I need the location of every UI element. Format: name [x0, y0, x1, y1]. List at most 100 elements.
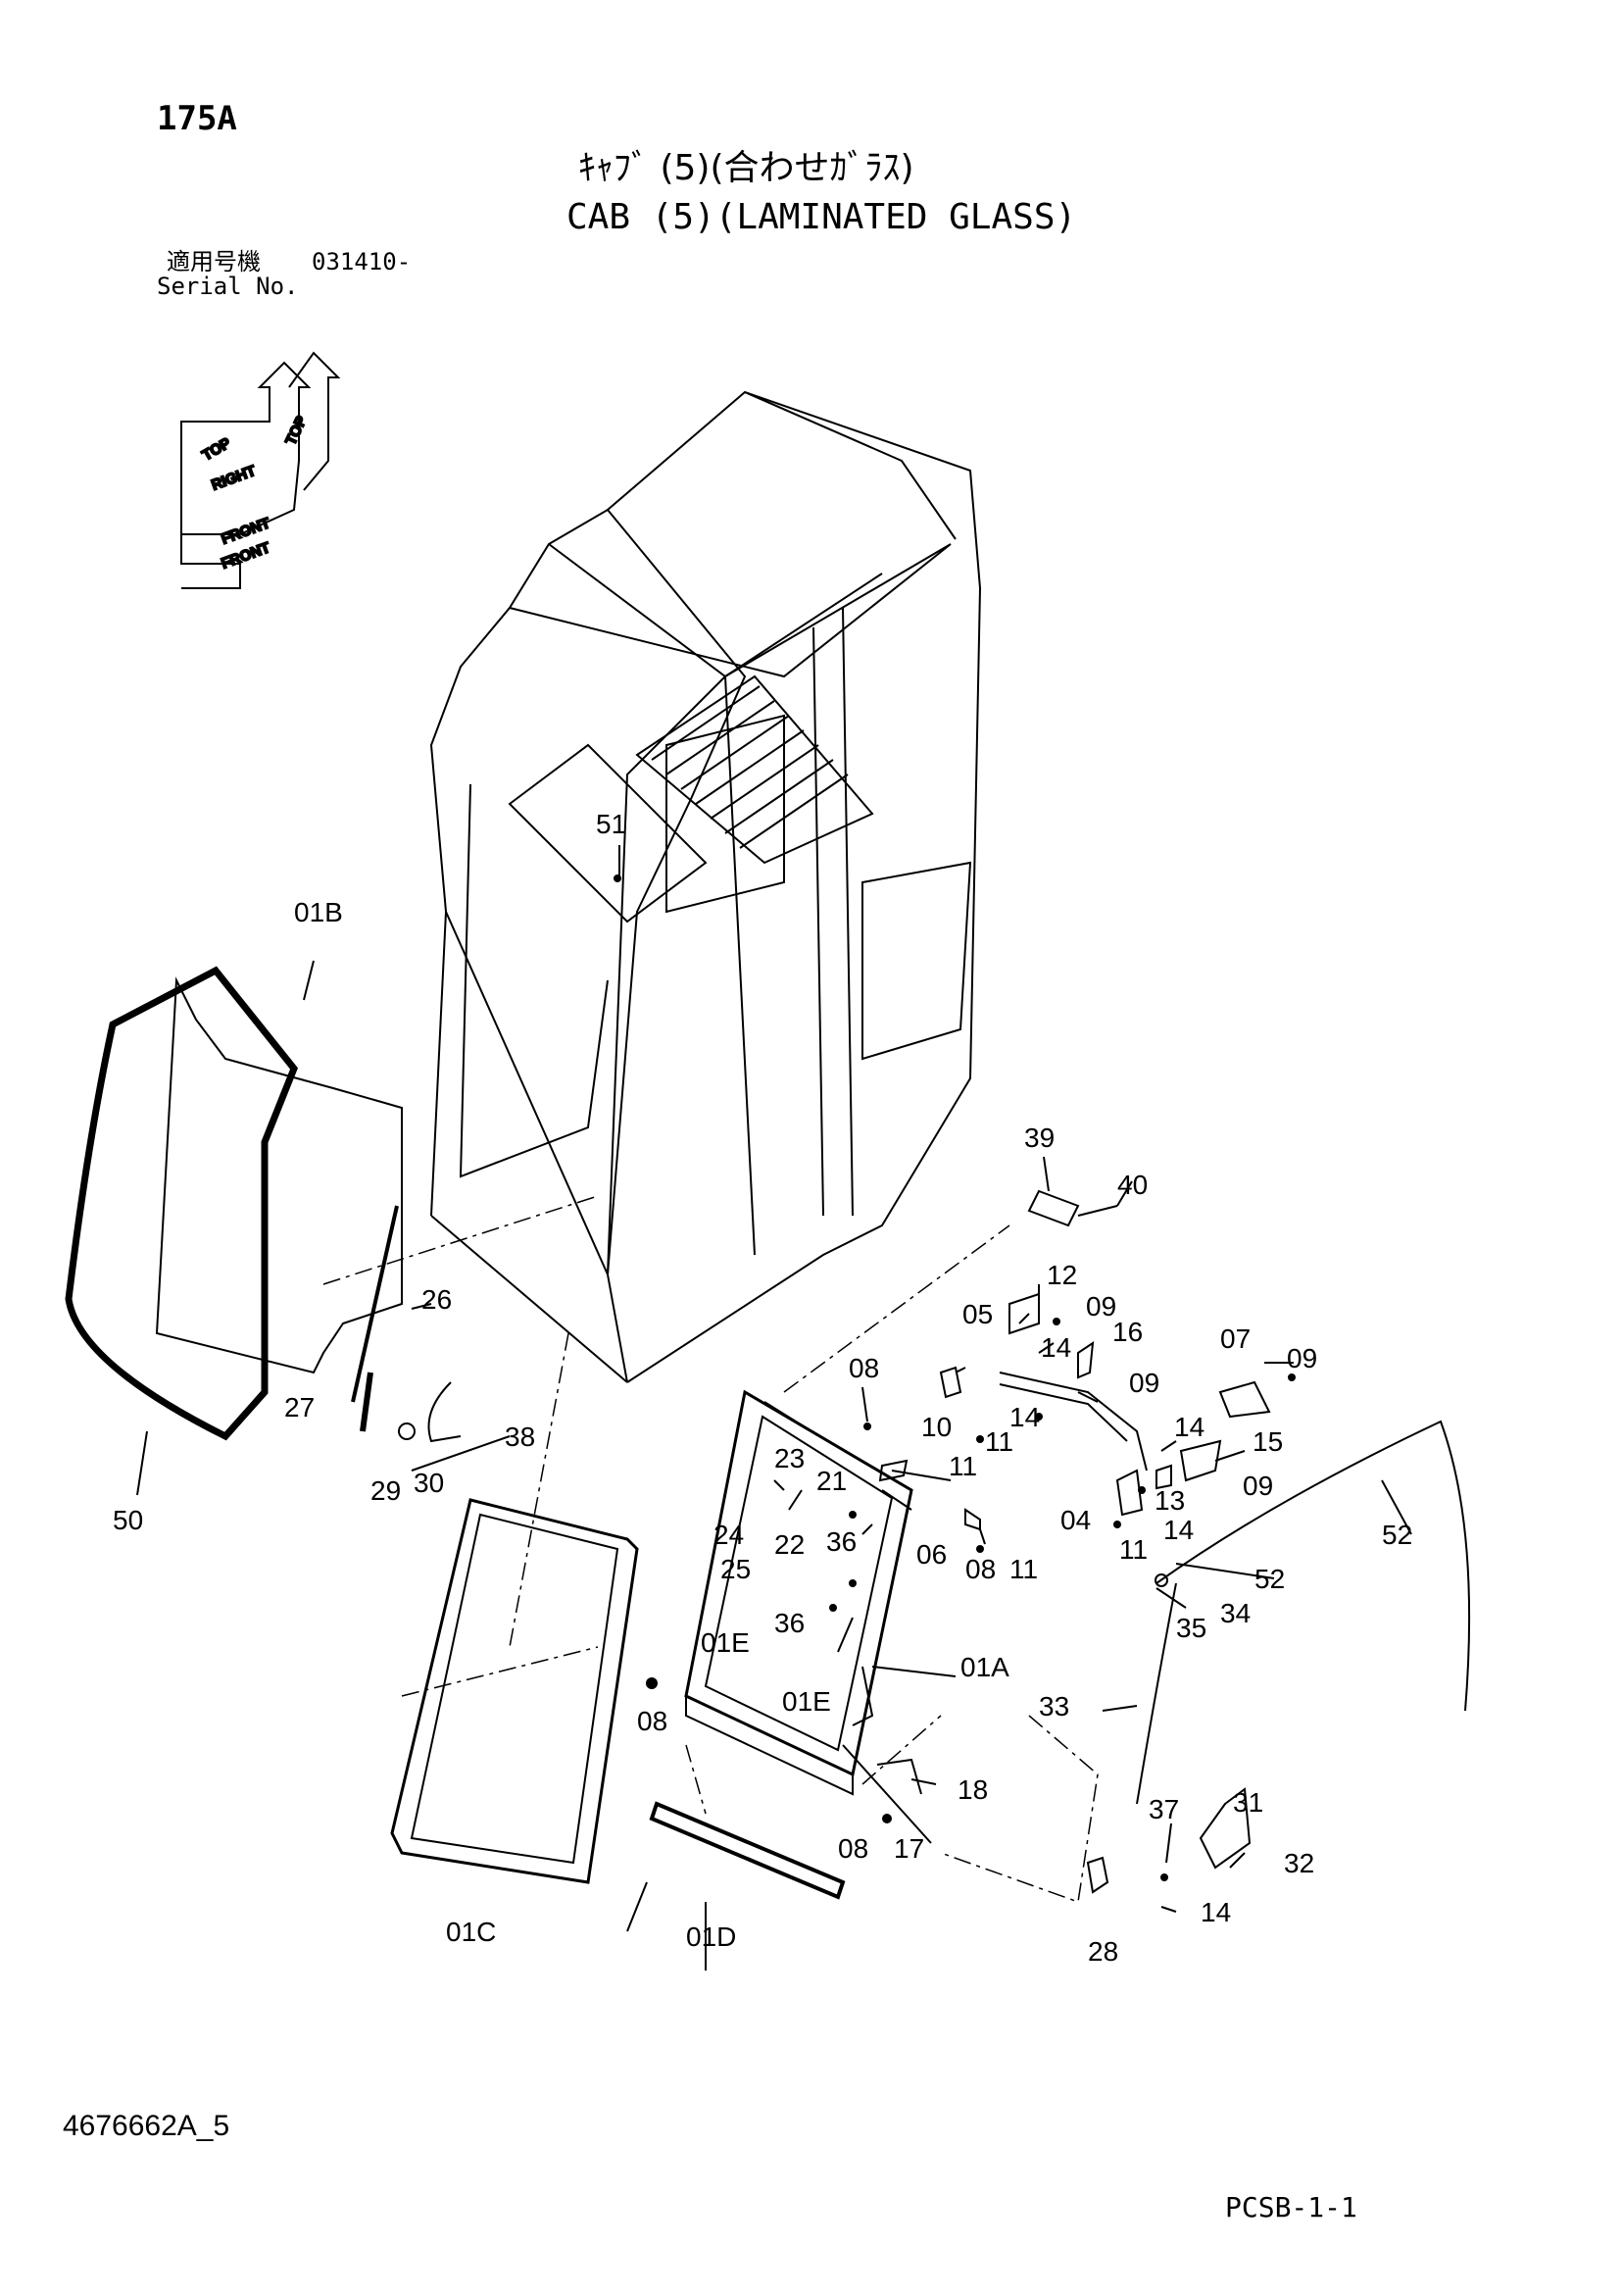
part-12 — [1008, 1292, 1040, 1335]
label-26: 26 — [421, 1284, 452, 1315]
part-35 — [1155, 1573, 1168, 1587]
assembly-line-2 — [509, 1332, 569, 1648]
label-23: 23 — [774, 1443, 805, 1473]
orientation-indicator: TOP TOP RIGHT FRONT FRONT — [180, 351, 341, 589]
label-06: 06 — [916, 1539, 947, 1570]
label-24: 24 — [713, 1520, 744, 1550]
cable-33 — [1136, 1582, 1177, 1805]
part-40 — [1077, 1205, 1118, 1217]
label-08c: 08 — [637, 1706, 667, 1736]
serial-range: 031410- — [312, 248, 412, 275]
label-17: 17 — [894, 1833, 924, 1864]
glass-01c — [390, 1498, 639, 1884]
serial-label-english: Serial No. — [157, 273, 299, 300]
orientation-top-label: TOP — [200, 434, 234, 464]
label-09d: 09 — [1243, 1471, 1273, 1501]
label-40: 40 — [1117, 1170, 1148, 1200]
assembly-line-6 — [685, 1744, 707, 1815]
label-29: 29 — [370, 1475, 401, 1506]
seal-50 — [65, 966, 299, 1441]
label-14d: 14 — [1163, 1515, 1194, 1545]
part-13 — [1155, 1464, 1172, 1490]
part-27 — [351, 1205, 399, 1403]
label-01a: 01A — [960, 1652, 1009, 1682]
label-52a: 52 — [1382, 1520, 1412, 1550]
label-27: 27 — [284, 1392, 315, 1423]
label-09b: 09 — [1129, 1368, 1159, 1398]
label-36b: 36 — [774, 1608, 805, 1638]
label-01e-b: 01E — [782, 1686, 831, 1717]
label-50: 50 — [113, 1505, 143, 1535]
label-16: 16 — [1112, 1317, 1143, 1347]
part-31 — [1199, 1787, 1252, 1870]
label-22: 22 — [774, 1529, 805, 1560]
label-08b: 08 — [965, 1554, 996, 1584]
cab-frame — [429, 390, 982, 1383]
part-28 — [1086, 1856, 1109, 1894]
label-39: 39 — [1024, 1123, 1055, 1153]
part-04 — [1115, 1469, 1144, 1517]
page-code: 175A — [157, 99, 237, 138]
roof-window — [508, 674, 874, 923]
label-18: 18 — [958, 1774, 988, 1805]
label-01c: 01C — [446, 1917, 496, 1947]
drawing-number: 4676662A_5 — [63, 2110, 230, 2142]
assembly-line-5 — [401, 1646, 599, 1697]
label-11b: 11 — [949, 1451, 977, 1481]
label-31: 31 — [1233, 1787, 1263, 1818]
label-01d: 01D — [686, 1922, 736, 1952]
part-07 — [1218, 1380, 1271, 1419]
label-01b: 01B — [294, 897, 343, 927]
label-08a: 08 — [849, 1353, 879, 1383]
label-12: 12 — [1047, 1260, 1077, 1290]
label-35: 35 — [1176, 1613, 1206, 1643]
label-51: 51 — [596, 809, 626, 839]
part-05 — [939, 1366, 962, 1399]
label-13: 13 — [1155, 1485, 1185, 1516]
label-14b: 14 — [1009, 1402, 1040, 1432]
door-handle-bar — [999, 1372, 1148, 1472]
label-28: 28 — [1088, 1936, 1118, 1967]
part-30 — [398, 1423, 416, 1440]
label-30: 30 — [414, 1468, 444, 1498]
label-14c: 14 — [1174, 1412, 1204, 1442]
title-japanese: ｷｬﾌﾞ (5)(合わせｶﾞﾗｽ) — [578, 148, 914, 188]
serial-label-japanese: 適用号機 — [167, 248, 261, 275]
part-38 — [427, 1381, 462, 1443]
label-36a: 36 — [826, 1526, 857, 1557]
fastener-dots — [614, 874, 1296, 1881]
page-reference: PCSB-1-1 — [1225, 2191, 1357, 2223]
assembly-line-3 — [783, 1224, 1010, 1393]
strip-01d — [649, 1801, 846, 1900]
glass-01b — [155, 976, 403, 1374]
part-17 — [876, 1758, 922, 1795]
label-09c: 09 — [1287, 1343, 1317, 1373]
label-11c: 11 — [1119, 1534, 1148, 1565]
cable-52 — [1155, 1420, 1471, 1712]
label-09a: 09 — [1086, 1291, 1116, 1322]
label-32: 32 — [1284, 1848, 1314, 1878]
label-11a: 11 — [985, 1426, 1013, 1457]
door-frame-01a — [684, 1389, 913, 1796]
label-01e-a: 01E — [701, 1627, 750, 1658]
title-english: CAB (5)(LAMINATED GLASS) — [566, 197, 1077, 237]
label-14a: 14 — [1041, 1332, 1071, 1363]
label-34: 34 — [1220, 1598, 1251, 1628]
assembly-line-7 — [861, 1715, 942, 1785]
label-04: 04 — [1060, 1505, 1091, 1535]
part-06 — [964, 1508, 981, 1531]
label-05: 05 — [962, 1299, 993, 1329]
part-number-labels: 51 01B 50 26 27 29 30 38 39 40 12 05 09 … — [113, 809, 1412, 1967]
part-10 — [878, 1459, 909, 1482]
label-25: 25 — [720, 1554, 751, 1584]
assembly-line-4 — [940, 1715, 1099, 1904]
label-33: 33 — [1039, 1691, 1069, 1722]
label-10: 10 — [921, 1412, 952, 1442]
label-52b: 52 — [1254, 1564, 1285, 1594]
label-07: 07 — [1220, 1323, 1251, 1354]
orientation-right-label: RIGHT — [210, 463, 259, 494]
label-11d: 11 — [1009, 1554, 1038, 1584]
orientation-top-label-2: TOP — [282, 414, 310, 448]
part-39 — [1027, 1189, 1080, 1227]
